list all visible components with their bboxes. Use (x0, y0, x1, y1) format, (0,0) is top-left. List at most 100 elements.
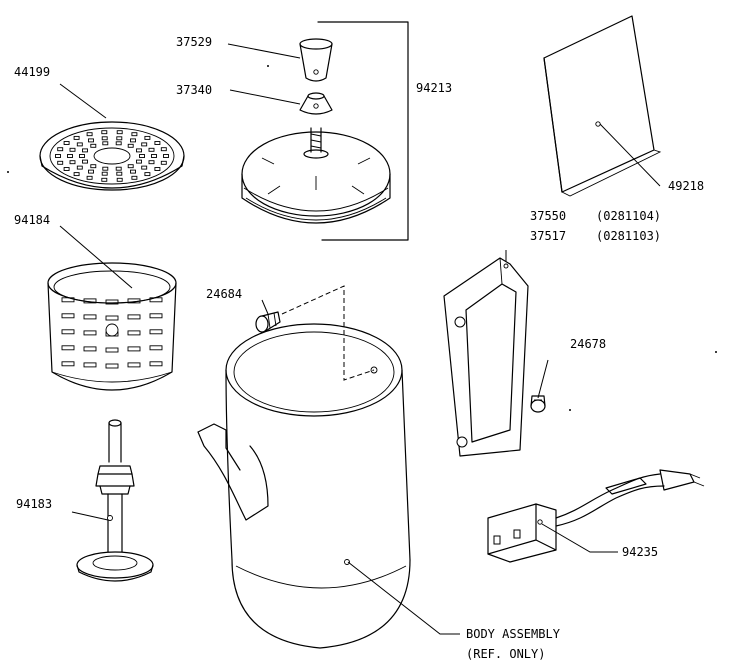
basket-slot (83, 346, 97, 352)
basket-slot (127, 330, 141, 336)
spreader-perforation (131, 175, 138, 180)
basket-slot (149, 313, 163, 319)
part-44199-spreader-disk (39, 121, 185, 191)
spreader-perforation (130, 169, 136, 174)
part-94235-power-cord (487, 469, 705, 563)
spreader-perforation (69, 160, 76, 165)
spreader-perforation (141, 142, 148, 147)
spreader-perforation (101, 177, 108, 182)
label-37550: 37550 (530, 209, 566, 223)
spreader-perforation (86, 175, 93, 180)
spreader-perforation (88, 138, 94, 143)
spreader-perforation (154, 167, 161, 171)
part-94213-lid (241, 21, 409, 241)
label-94183: 94183 (16, 497, 52, 511)
spreader-perforation (73, 172, 80, 177)
label-37340: 37340 (176, 83, 212, 97)
label-body-assembly: BODY ASSEMBLY (466, 627, 561, 641)
spreader-perforation (130, 138, 136, 143)
label-0281103: (0281103) (596, 229, 661, 243)
part-37340-glass-seat (299, 92, 333, 115)
part-37550-handle (443, 257, 529, 457)
label-94235: 94235 (622, 545, 658, 559)
part-94184-basket (47, 262, 177, 391)
label-94213: 94213 (416, 81, 452, 95)
spreader-perforation (90, 164, 97, 169)
spreader-perforation (116, 171, 123, 176)
label-37517: 37517 (530, 229, 566, 243)
basket-slot (83, 362, 97, 368)
leader-lines (59, 43, 661, 635)
basket-slot (61, 313, 75, 319)
basket-slot (61, 345, 75, 351)
spreader-perforation (76, 142, 83, 147)
spreader-perforation (101, 136, 108, 141)
basket-slot (105, 347, 119, 353)
spreader-perforation (163, 154, 169, 158)
spreader-perforation (151, 154, 157, 158)
percolator-body-assembly (197, 323, 411, 649)
spreader-perforation (67, 154, 73, 158)
spreader-perforation (127, 143, 134, 148)
basket-slot (61, 329, 75, 335)
label-0281104: (0281104) (596, 209, 661, 223)
basket-slot (105, 315, 119, 321)
spreader-perforation (136, 159, 142, 164)
spreader-perforation (144, 135, 151, 140)
spreader-perforation (116, 130, 123, 135)
spreader-perforation (76, 165, 83, 170)
basket-slot (149, 361, 163, 367)
part-24684-screw (255, 311, 281, 333)
basket-slot (83, 298, 97, 304)
basket-slot (105, 363, 119, 369)
spreader-perforation (73, 135, 80, 140)
spreader-perforation (141, 165, 148, 170)
spreader-perforation (139, 154, 145, 158)
basket-slot (105, 299, 119, 305)
spreader-perforation (88, 169, 94, 174)
basket-slot (83, 330, 97, 336)
spreader-perforation (148, 160, 155, 165)
spreader-perforation (86, 132, 93, 137)
part-49218-instruction-booklet (543, 15, 662, 197)
spreader-perforation (160, 160, 167, 165)
spreader-perforation (55, 154, 61, 158)
spreader-perforation (154, 141, 161, 145)
spreader-perforation (136, 148, 142, 153)
spreader-perforation (115, 166, 122, 171)
spreader-perforation (57, 160, 64, 165)
label-49218: 49218 (668, 179, 704, 193)
spreader-perforation (127, 164, 134, 169)
spreader-perforation (82, 159, 88, 164)
basket-slot (149, 297, 163, 303)
basket-slot (149, 345, 163, 351)
spreader-perforation (101, 130, 108, 135)
basket-slot (127, 362, 141, 368)
spreader-perforation (101, 171, 108, 176)
spreader-perforation (63, 167, 70, 171)
spreader-perforation (82, 148, 88, 153)
spreader-perforation (131, 132, 138, 137)
part-37529-knob (299, 38, 333, 82)
label-94184: 94184 (14, 213, 50, 227)
label-44199: 44199 (14, 65, 50, 79)
basket-slot (149, 329, 163, 335)
spreader-perforation (116, 177, 123, 182)
spreader-perforation (57, 147, 64, 152)
spreader-perforation (115, 141, 122, 146)
spreader-perforation (69, 147, 76, 152)
spreader-perforation (116, 136, 123, 141)
label-24684: 24684 (206, 287, 242, 301)
basket-slot (61, 361, 75, 367)
spreader-perforation (102, 141, 109, 146)
basket-slot (127, 314, 141, 320)
spreader-perforation (160, 147, 167, 152)
label-ref-only: (REF. ONLY) (466, 647, 545, 661)
spreader-perforation (63, 141, 70, 145)
spreader-perforation (90, 143, 97, 148)
basket-slot (61, 297, 75, 303)
label-24678: 24678 (570, 337, 606, 351)
part-94183-pump-stem (76, 419, 154, 582)
spreader-perforation (148, 147, 155, 152)
